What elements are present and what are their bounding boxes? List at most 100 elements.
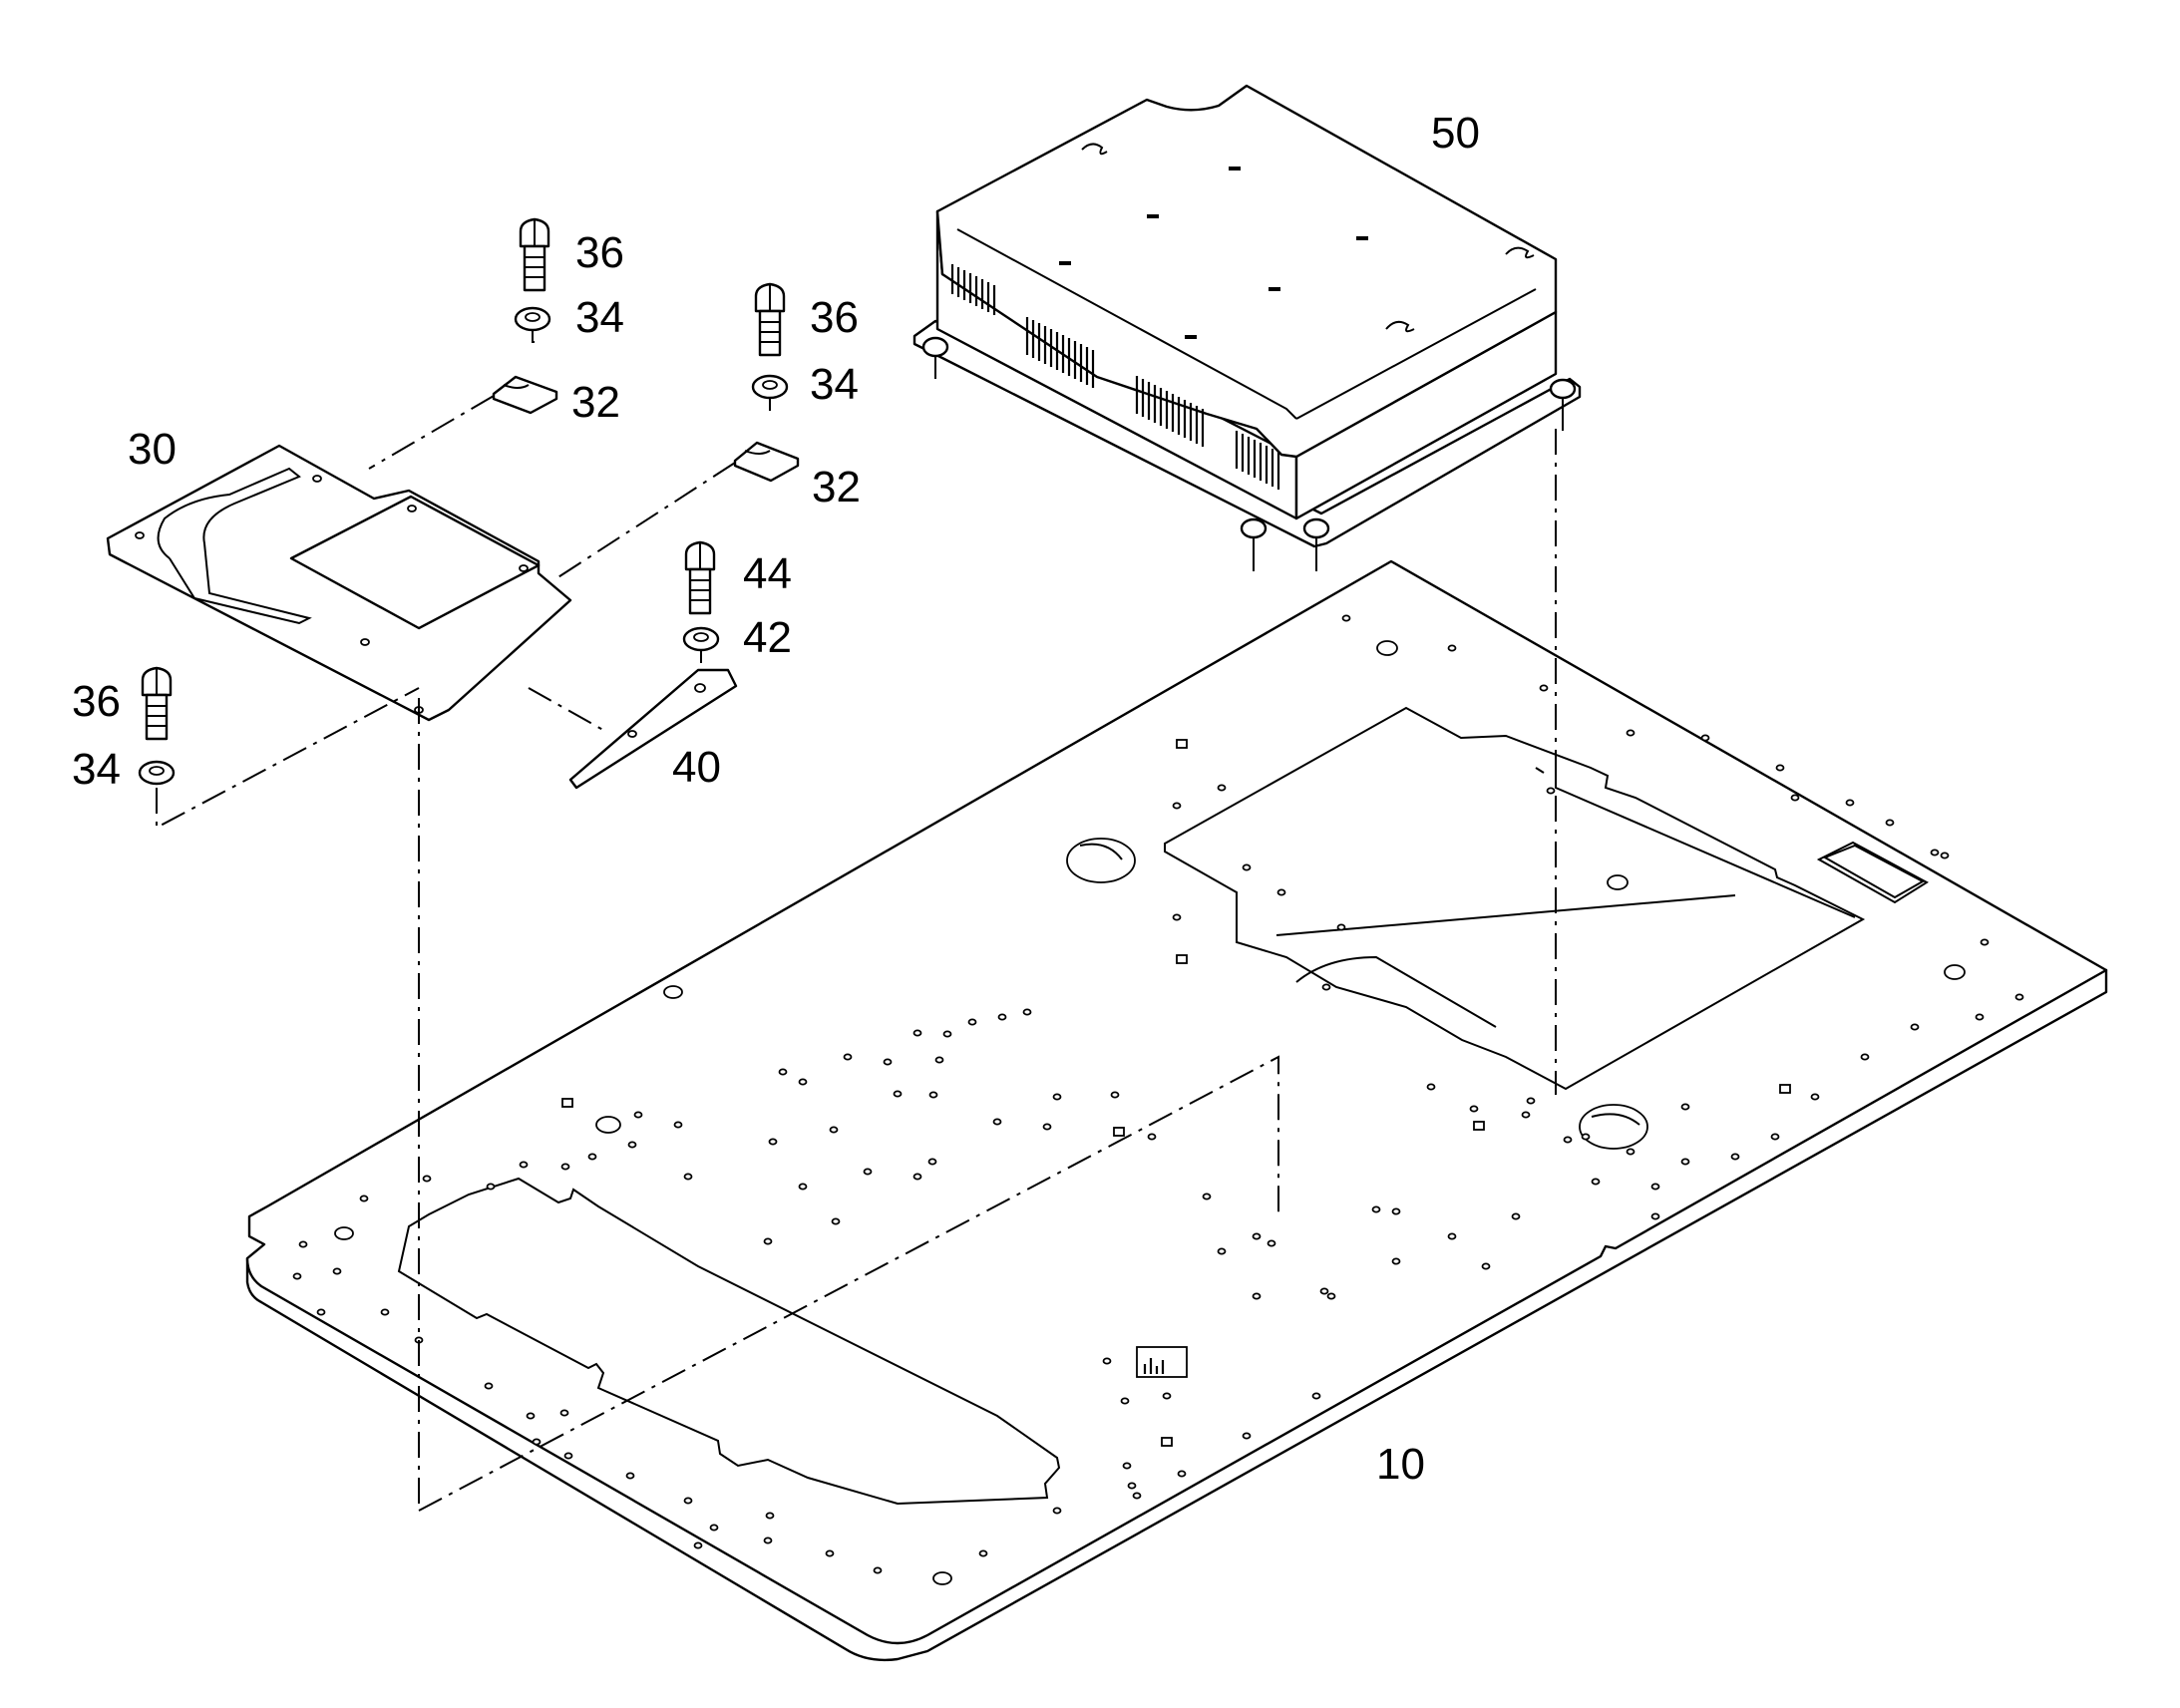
plate-hole	[587, 1153, 597, 1161]
callout-36-right: 36	[810, 293, 859, 342]
cover-plate-part-30	[106, 444, 572, 722]
plate-hole	[532, 1438, 542, 1446]
box-corner-bolt	[1240, 517, 1268, 571]
plate-hole	[1147, 1133, 1157, 1141]
callout-32-lower: 32	[812, 463, 861, 512]
bolt-part-36-upper	[519, 217, 550, 292]
callout-36-left: 36	[72, 677, 121, 726]
plate-hole	[1132, 1492, 1142, 1500]
plate-hole	[1172, 802, 1182, 810]
plate-hole	[559, 1409, 569, 1417]
plate-hole	[1127, 1482, 1137, 1490]
callout-40: 40	[672, 743, 721, 792]
plate-hole	[763, 1237, 773, 1245]
plate-hole	[1930, 849, 1940, 856]
plate-hole	[1845, 799, 1855, 807]
washer-part-34-upper	[514, 306, 551, 332]
plate-hole	[768, 1138, 778, 1146]
plate-hole	[1511, 1212, 1521, 1220]
plate-hole	[1885, 819, 1895, 827]
plate-hole	[831, 1217, 841, 1225]
plate-hole	[1650, 1212, 1660, 1220]
plate-hole	[1242, 1432, 1252, 1440]
plate-hole	[825, 1549, 835, 1557]
plate-hole	[765, 1512, 775, 1520]
plate-hole	[1391, 1207, 1401, 1215]
callout-32-upper: 32	[571, 378, 620, 427]
plate-hole	[1810, 1093, 1820, 1101]
assembly-leader-lines	[156, 330, 1557, 1512]
plate-hole	[1910, 1023, 1920, 1031]
plate-hole	[883, 1058, 893, 1066]
base-plate-part-10	[245, 559, 2108, 1662]
plate-hole	[484, 1382, 494, 1390]
plate-hole	[1521, 1111, 1531, 1119]
plate-hole	[863, 1168, 873, 1176]
controller-box-vents	[950, 264, 1280, 490]
plate-hole	[1975, 1013, 1985, 1021]
plate-hole	[625, 1472, 635, 1480]
plate-hole	[693, 1541, 703, 1549]
box-corner-bolt	[1302, 517, 1330, 571]
plate-hole	[1217, 784, 1227, 792]
plate-hole	[967, 1018, 977, 1026]
plate-hole	[1680, 1103, 1690, 1111]
plate-hole	[1052, 1093, 1062, 1101]
plate-hole	[843, 1053, 853, 1061]
plate-hole	[942, 1030, 952, 1038]
plate-hole	[1447, 644, 1457, 652]
plate-hole	[1860, 1053, 1870, 1061]
plate-hole	[1120, 1397, 1130, 1405]
plate-hole	[486, 1183, 496, 1191]
plate-hole	[1426, 1083, 1436, 1091]
washer-part-34-right	[751, 374, 789, 400]
controller-box-part-50	[912, 84, 1582, 571]
callout-44: 44	[743, 549, 792, 598]
clip-part-32-upper	[492, 375, 558, 415]
plate-hole	[627, 1141, 637, 1149]
plate-hole	[1775, 764, 1785, 772]
plate-hole	[1626, 1148, 1635, 1156]
plate-hole	[1177, 1470, 1187, 1478]
plate-hole	[1770, 1133, 1780, 1141]
plate-hole	[1217, 1247, 1227, 1255]
plate-hole	[1790, 794, 1800, 802]
plate-hole	[928, 1091, 938, 1099]
plate-hole	[1730, 1153, 1740, 1161]
plate-hole	[997, 1013, 1007, 1021]
plate-hole	[1252, 1292, 1262, 1300]
bolt-part-44	[684, 540, 716, 615]
plate-hole	[1202, 1193, 1212, 1200]
plate-hole	[526, 1412, 536, 1420]
plate-hole	[1481, 1262, 1491, 1270]
plate-hole	[1539, 684, 1549, 692]
bolt-part-36-left	[141, 666, 173, 741]
plate-hole	[1252, 1232, 1262, 1240]
plate-hole	[1391, 1257, 1401, 1265]
plate-hole	[1591, 1178, 1601, 1186]
plate-hole	[673, 1121, 683, 1129]
plate-hole	[1680, 1158, 1690, 1166]
plate-hole	[778, 1068, 788, 1076]
plate-hole	[560, 1163, 570, 1171]
callout-10: 10	[1376, 1440, 1425, 1489]
plate-hole	[1700, 734, 1710, 742]
plate-hole	[422, 1175, 432, 1183]
plate-hole	[1267, 1239, 1276, 1247]
plate-hole	[1546, 787, 1556, 795]
plate-hole	[519, 1161, 529, 1169]
plate-hole	[798, 1078, 808, 1086]
plate-hole	[978, 1549, 988, 1557]
box-corner-bolt	[921, 336, 949, 379]
plate-hole	[1319, 1287, 1329, 1295]
plate-hole	[1581, 1133, 1591, 1141]
plate-hole	[1447, 1232, 1457, 1240]
plate-hole	[1110, 1091, 1120, 1099]
callout-34-right: 34	[810, 360, 859, 409]
plate-hole	[912, 1173, 922, 1181]
washer-part-34-left	[138, 760, 176, 786]
bolt-part-36-right	[754, 282, 786, 357]
plate-hole	[1980, 938, 1990, 946]
plate-hole	[1242, 863, 1252, 871]
